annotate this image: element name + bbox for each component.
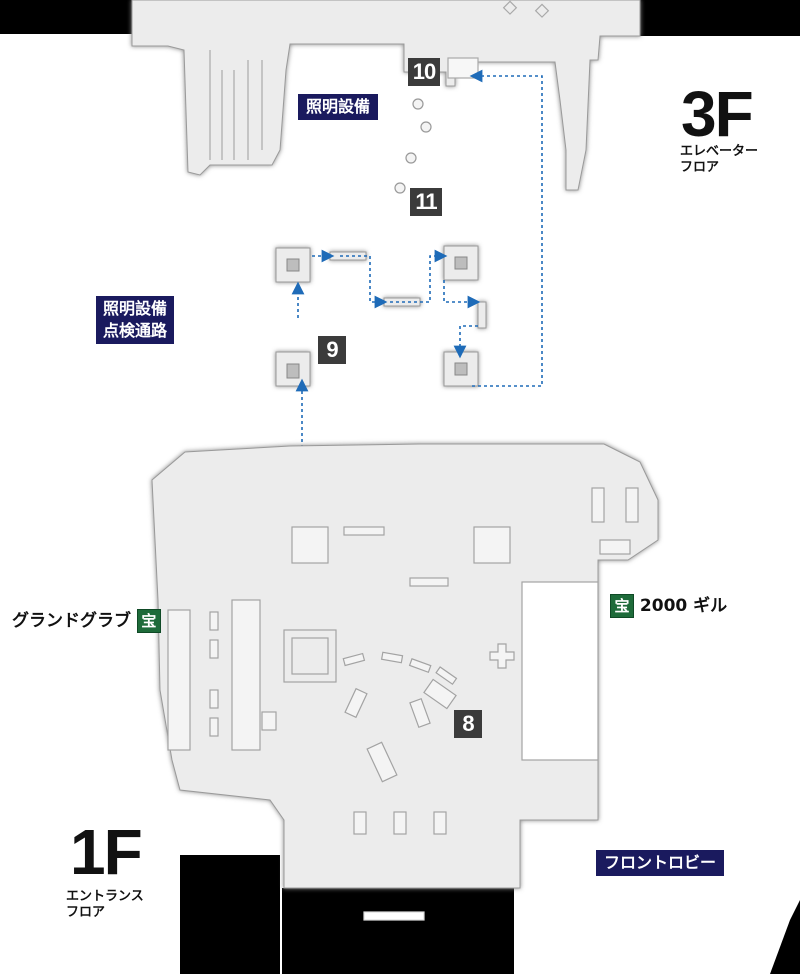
area-label-lighting-passage-line1: 照明設備 <box>103 299 168 318</box>
treasure-icon: 宝 <box>136 609 161 633</box>
entrance-floor <box>151 443 659 889</box>
area-label-front-lobby: フロントロビー <box>596 850 725 876</box>
floor-name-3f-line2: フロア <box>680 160 720 175</box>
entrance-floor-detail <box>167 487 639 921</box>
treasure-name: 2000 ギル <box>639 596 728 616</box>
route-marker-8: 8 <box>454 710 482 738</box>
floor-number-3f: 3F <box>681 78 754 150</box>
treasure-2000-gil: 宝 2000 ギル <box>610 594 727 618</box>
floor-name-1f-line2: フロア <box>66 905 106 920</box>
floor-name-1f-line1: エントランス <box>66 889 144 904</box>
area-label-lighting-passage-line2: 点検通路 <box>103 321 168 340</box>
upper-hall <box>131 0 641 191</box>
catwalk-block-insets <box>286 256 468 379</box>
area-label-lighting-passage: 照明設備 点検通路 <box>96 296 175 344</box>
lighting-path-dots <box>394 98 432 194</box>
floor-name-3f-line1: エレベーター <box>680 144 759 159</box>
route-marker-11: 11 <box>410 188 442 216</box>
treasure-grand-glove: グランドグラブ 宝 <box>12 609 161 633</box>
treasure-icon: 宝 <box>610 594 634 618</box>
treasure-name: グランドグラブ <box>12 611 131 631</box>
route-marker-9: 9 <box>318 336 346 364</box>
route-path <box>291 69 543 670</box>
route-marker-10: 10 <box>408 58 440 86</box>
floor-number-1f: 1F <box>70 816 143 888</box>
area-label-lighting: 照明設備 <box>298 94 379 120</box>
